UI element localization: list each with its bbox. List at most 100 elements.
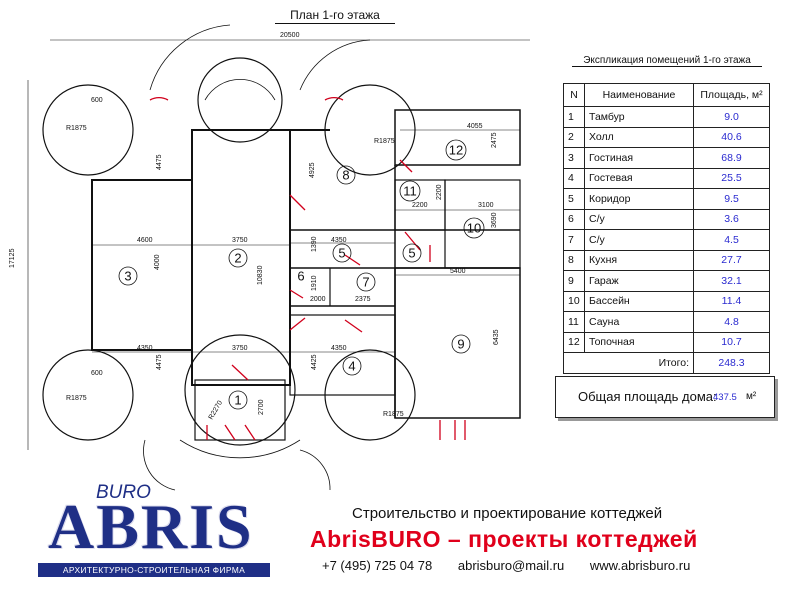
dim-2000: 2000 — [310, 296, 326, 303]
website-link[interactable]: www.abrisburo.ru — [589, 558, 691, 573]
dim-4350: 4350 — [331, 345, 347, 352]
plan-title: План 1-го этажа — [275, 8, 395, 24]
tower-bottom-left — [42, 349, 134, 441]
room-n: 3 — [563, 147, 585, 169]
header-n: N — [563, 83, 585, 107]
room-area: 27.7 — [693, 249, 770, 271]
room-n: 12 — [563, 331, 585, 353]
dim-2375: 2375 — [355, 296, 371, 303]
room-n: 2 — [563, 126, 585, 148]
table-total-row: Итого: 248.3 — [563, 352, 770, 374]
table-title: Экспликация помещений 1-го этажа — [572, 55, 762, 67]
room-area: 40.6 — [693, 126, 770, 148]
house-area-value: 437.5 — [713, 392, 737, 403]
dim-4475: 4475 — [156, 154, 163, 170]
room-area: 4.8 — [693, 311, 770, 333]
dim-2200: 2200 — [436, 184, 443, 200]
dim-3690: 3690 — [491, 212, 498, 228]
dim-6435: 6435 — [493, 329, 500, 345]
dim-r2270: R2270 — [208, 400, 224, 421]
dim-10830: 10830 — [257, 265, 264, 285]
room-name: Бассейн — [584, 290, 694, 312]
dim-600: 600 — [91, 370, 103, 377]
room-name: Сауна — [584, 311, 694, 333]
room-area: 9.5 — [693, 188, 770, 210]
room-name: Тамбур — [584, 106, 694, 128]
room-name: С/у — [584, 229, 694, 251]
room-area: 25.5 — [693, 167, 770, 189]
logo-subtitle: АРХИТЕКТУРНО-СТРОИТЕЛЬНАЯ ФИРМА — [38, 563, 270, 577]
room-area: 11.4 — [693, 290, 770, 312]
svg-text:5: 5 — [338, 246, 345, 261]
room-name: Топочная — [584, 331, 694, 353]
room-n: 9 — [563, 270, 585, 292]
dim-5400: 5400 — [450, 268, 466, 275]
room-area: 68.9 — [693, 147, 770, 169]
dim-4055: 4055 — [467, 123, 483, 130]
dim-4425: 4425 — [311, 354, 318, 370]
dim-r1875: R1875 — [66, 125, 87, 132]
dim-2475: 2475 — [491, 132, 498, 148]
dim-2700: 2700 — [258, 399, 265, 415]
dim-4600: 4600 — [137, 237, 153, 244]
dim-4350: 4350 — [137, 345, 153, 352]
house-area-box: Общая площадь дома: 437.5 м² — [555, 376, 775, 418]
phone: +7 (495) 725 04 78 — [322, 558, 433, 573]
company-tagline: Строительство и проектирование коттеджей — [352, 505, 663, 522]
room-name: С/у — [584, 208, 694, 230]
dim-600: 600 — [91, 97, 103, 104]
room-n: 6 — [563, 208, 585, 230]
dim-3750: 3750 — [232, 345, 248, 352]
email-link[interactable]: abrisburo@mail.ru — [457, 558, 565, 573]
logo-main: ABRIS — [48, 491, 254, 562]
dim-3100: 3100 — [478, 202, 494, 209]
room-n: 7 — [563, 229, 585, 251]
room-area: 4.5 — [693, 229, 770, 251]
header-area: Площадь, м² — [693, 83, 770, 107]
house-area-label: Общая площадь дома: — [578, 389, 717, 404]
contacts: +7 (495) 725 04 78 abrisburo@mail.ru www… — [322, 558, 712, 573]
room-n: 11 — [563, 311, 585, 333]
dim-r1875: R1875 — [383, 411, 404, 418]
room-n: 10 — [563, 290, 585, 312]
company-slogan: AbrisBURO – проекты коттеджей — [310, 526, 698, 552]
svg-text:10: 10 — [467, 221, 481, 236]
header-name: Наименование — [584, 83, 694, 107]
house-area-unit: м² — [746, 391, 757, 402]
total-label: Итого: — [563, 352, 694, 374]
svg-text:7: 7 — [362, 275, 369, 290]
svg-text:8: 8 — [342, 168, 349, 183]
room-area: 3.6 — [693, 208, 770, 230]
room-n: 5 — [563, 188, 585, 210]
room-name: Гостевая — [584, 167, 694, 189]
room-n: 4 — [563, 167, 585, 189]
room-name: Кухня — [584, 249, 694, 271]
tower-stair — [197, 57, 283, 143]
room-area: 9.0 — [693, 106, 770, 128]
dim-r1875: R1875 — [374, 138, 395, 145]
room-name: Гараж — [584, 270, 694, 292]
svg-text:11: 11 — [403, 184, 417, 199]
room-name: Гостиная — [584, 147, 694, 169]
dim-4475: 4475 — [156, 354, 163, 370]
tower-top-left — [42, 84, 134, 176]
room-area: 32.1 — [693, 270, 770, 292]
dim-4000: 4000 — [154, 254, 161, 270]
svg-text:9: 9 — [457, 337, 464, 352]
dim-4925: 4925 — [309, 162, 316, 178]
room-name: Коридор — [584, 188, 694, 210]
svg-text:2: 2 — [234, 251, 241, 266]
svg-text:4: 4 — [348, 359, 355, 374]
dim-3750: 3750 — [232, 237, 248, 244]
